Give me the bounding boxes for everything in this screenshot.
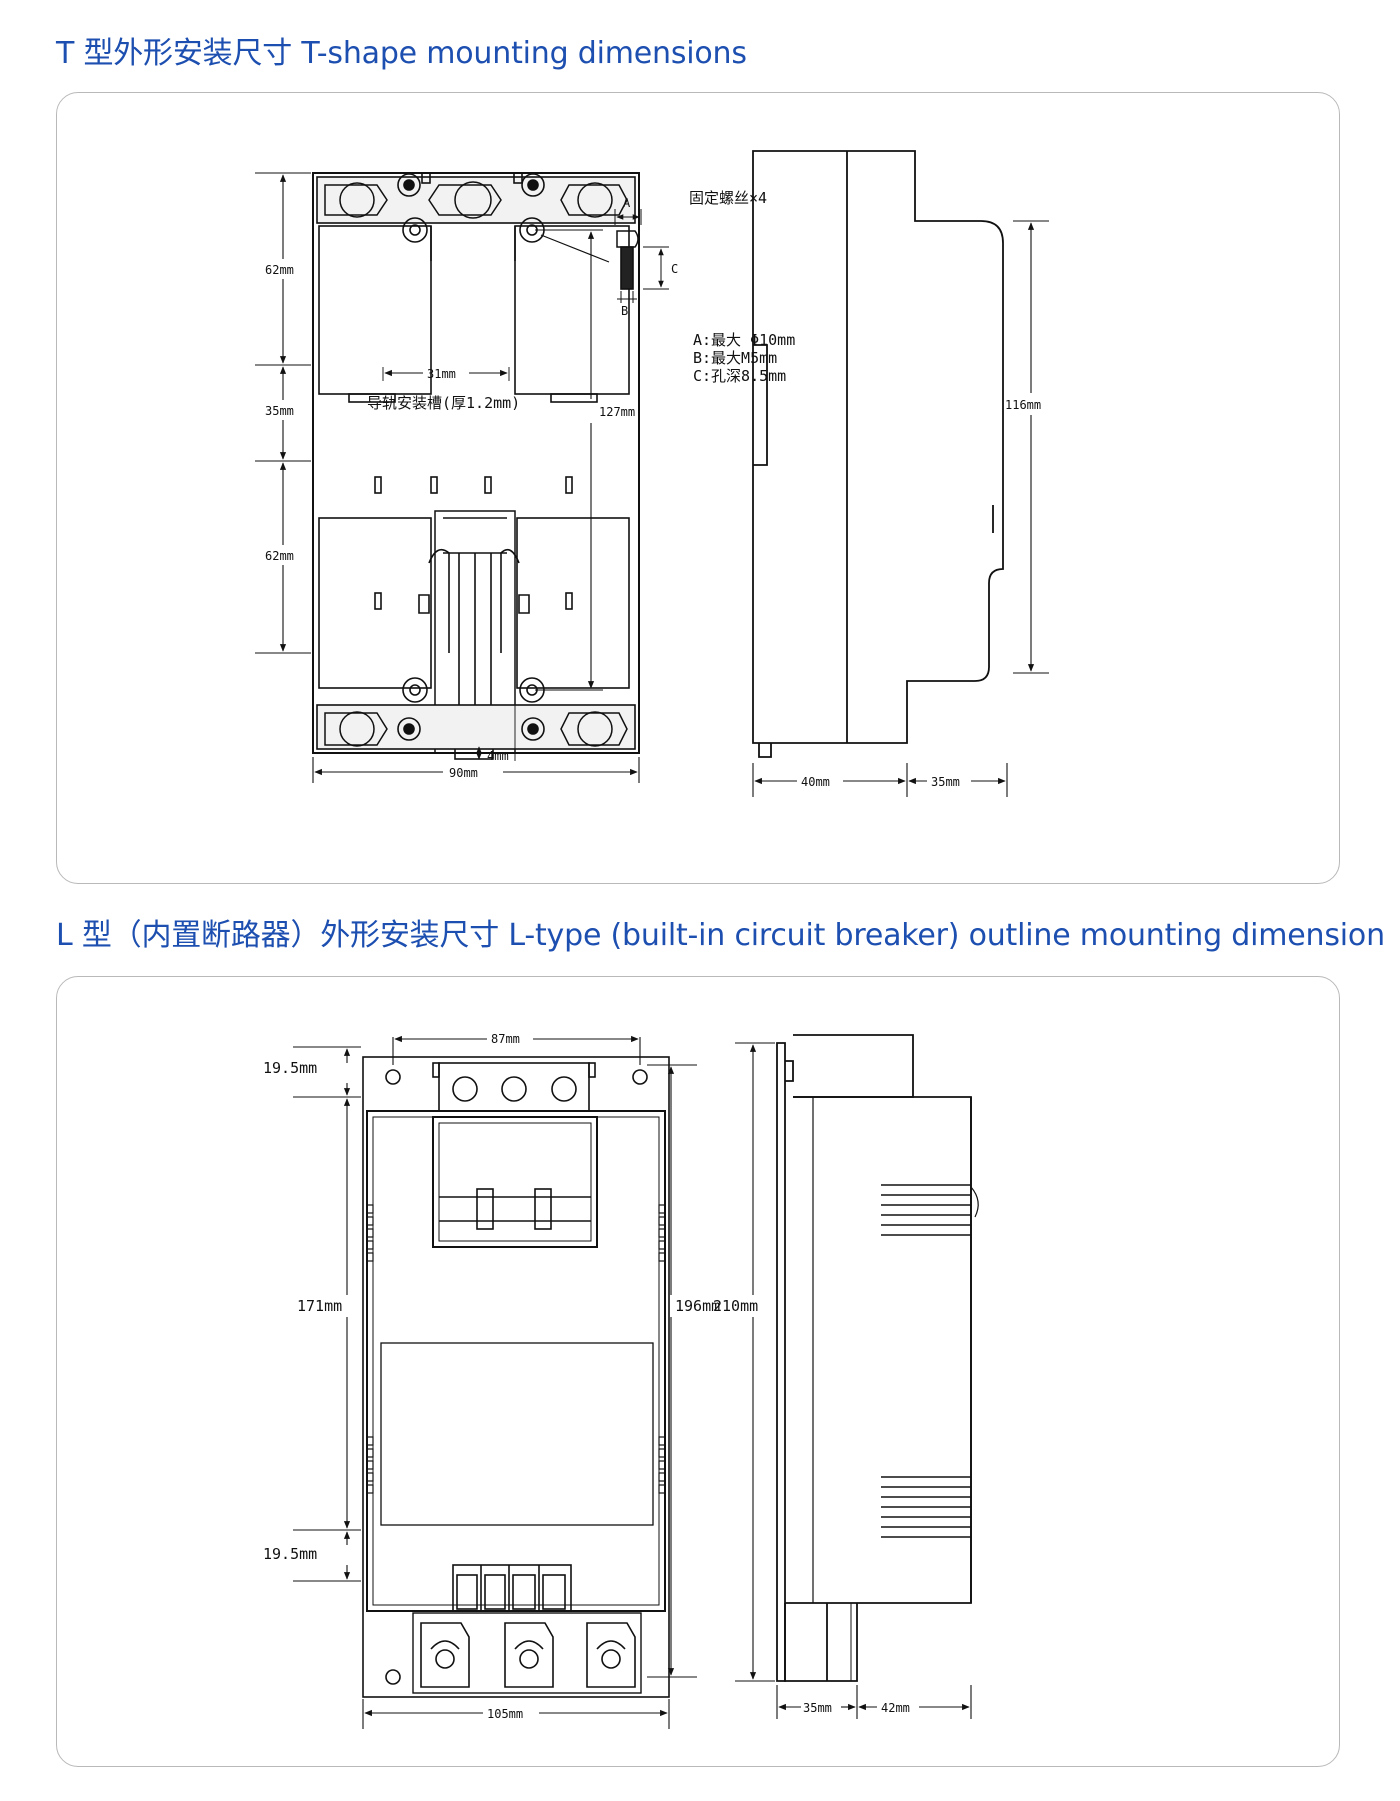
rail-slot-label: 导轨安装槽(厚1.2mm) [367,394,520,412]
l-front-view [362,1056,670,1698]
l-side-dimensions [735,1042,972,1719]
l-side-view [776,1034,979,1682]
t-side-view [752,150,1004,758]
screw-note-a: A:最大 Φ10mm [693,331,795,349]
t-shape-drawing: 固定螺丝×4 A C B A:最大 Φ10mm B:最大M5mm C:孔深8.5… [255,150,1049,797]
screw-part-a: A [623,196,631,210]
dim-side-40: 40mm [801,775,830,789]
screw-part-c: C [671,262,678,276]
t-side-dimensions [752,220,1049,797]
dim-side-base-35: 35mm [803,1701,832,1715]
dim-rail-31: 31mm [427,367,456,381]
screw-detail [614,209,669,303]
dim-top-19-5: 19.5mm [263,1059,317,1077]
l-front-dimensions [293,1035,697,1729]
t-front-view [312,172,640,760]
screw-label: 固定螺丝×4 [689,189,767,207]
l-type-drawing: 87mm 19.5mm 171mm 196mm 19.5mm 105mm 210… [263,1032,979,1729]
dim-overall-196: 196mm [675,1297,720,1315]
t-left-dimensions [255,172,640,783]
screw-note-b: B:最大M5mm [693,349,777,367]
dim-side-210: 210mm [713,1297,758,1315]
dim-side-depth-42: 42mm [881,1701,910,1715]
dim-bottom-19-5: 19.5mm [263,1545,317,1563]
screw-part-b: B [621,304,628,318]
dim-side-116: 116mm [1005,398,1041,412]
dim-body-171: 171mm [297,1297,342,1315]
screw-note-c: C:孔深8.5mm [693,367,786,385]
dim-side-35: 35mm [931,775,960,789]
section-title-l-type: L 型（内置断路器）外形安装尺寸 L-type (built-in circui… [56,918,1385,953]
l-type-diagram-panel: 87mm 19.5mm 171mm 196mm 19.5mm 105mm 210… [56,976,1340,1767]
dim-offset-4: 4mm [487,749,509,763]
t-shape-diagram-panel: 固定螺丝×4 A C B A:最大 Φ10mm B:最大M5mm C:孔深8.5… [56,92,1340,884]
dim-top-62: 62mm [265,263,294,277]
dim-hole-spacing-87: 87mm [491,1032,520,1046]
dim-width-90: 90mm [449,766,478,780]
dim-bottom-62: 62mm [265,549,294,563]
dim-width-105: 105mm [487,1707,523,1721]
dim-middle-35: 35mm [265,404,294,418]
dim-height-127: 127mm [599,405,635,419]
section-title-t-shape: T 型外形安装尺寸 T-shape mounting dimensions [56,36,747,71]
